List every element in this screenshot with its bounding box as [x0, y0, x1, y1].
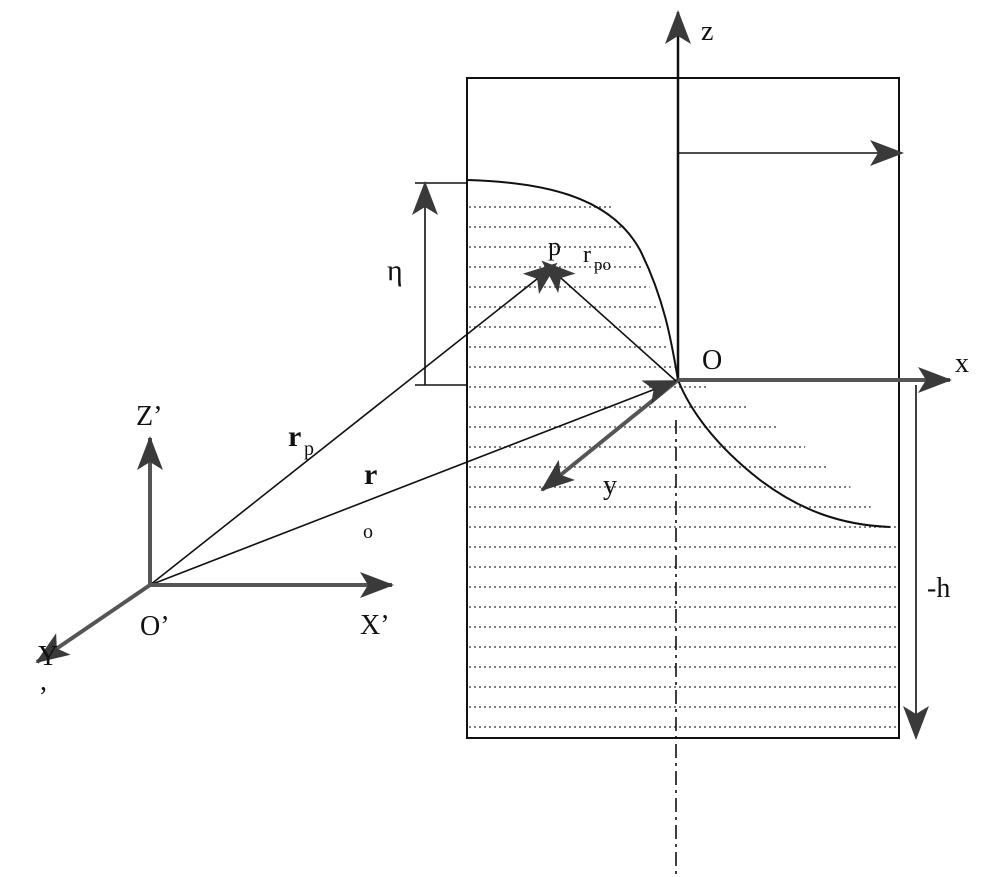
rpo-vector — [541, 260, 677, 382]
x-prime-label: X’ — [360, 610, 390, 641]
ro-label-base: r — [364, 458, 377, 491]
rpo-label-subscript: po — [594, 255, 611, 274]
ro-label-subscript: o — [363, 521, 373, 543]
point-p-label: p — [548, 232, 561, 261]
origin-prime-label: O’ — [140, 611, 170, 642]
depth-label: -h — [927, 573, 950, 604]
z-label: z — [701, 16, 713, 47]
rp-label-base: r — [288, 420, 301, 453]
x-label: x — [955, 348, 969, 379]
y-prime-label: Y — [38, 641, 58, 672]
water-hatching — [469, 206, 897, 728]
y-prime-axis — [35, 583, 152, 664]
y-label: y — [603, 470, 617, 501]
origin-label: O — [702, 345, 722, 376]
rpo-label-base: r — [583, 242, 591, 268]
tank-outline — [466, 77, 900, 739]
rp-label-subscript: p — [304, 438, 314, 460]
eta-label: η — [387, 254, 403, 287]
ro-vector — [149, 380, 678, 586]
rp-vector — [149, 262, 558, 586]
y-prime-label-comma: , — [40, 666, 47, 697]
z-prime-label: Z’ — [136, 401, 162, 432]
